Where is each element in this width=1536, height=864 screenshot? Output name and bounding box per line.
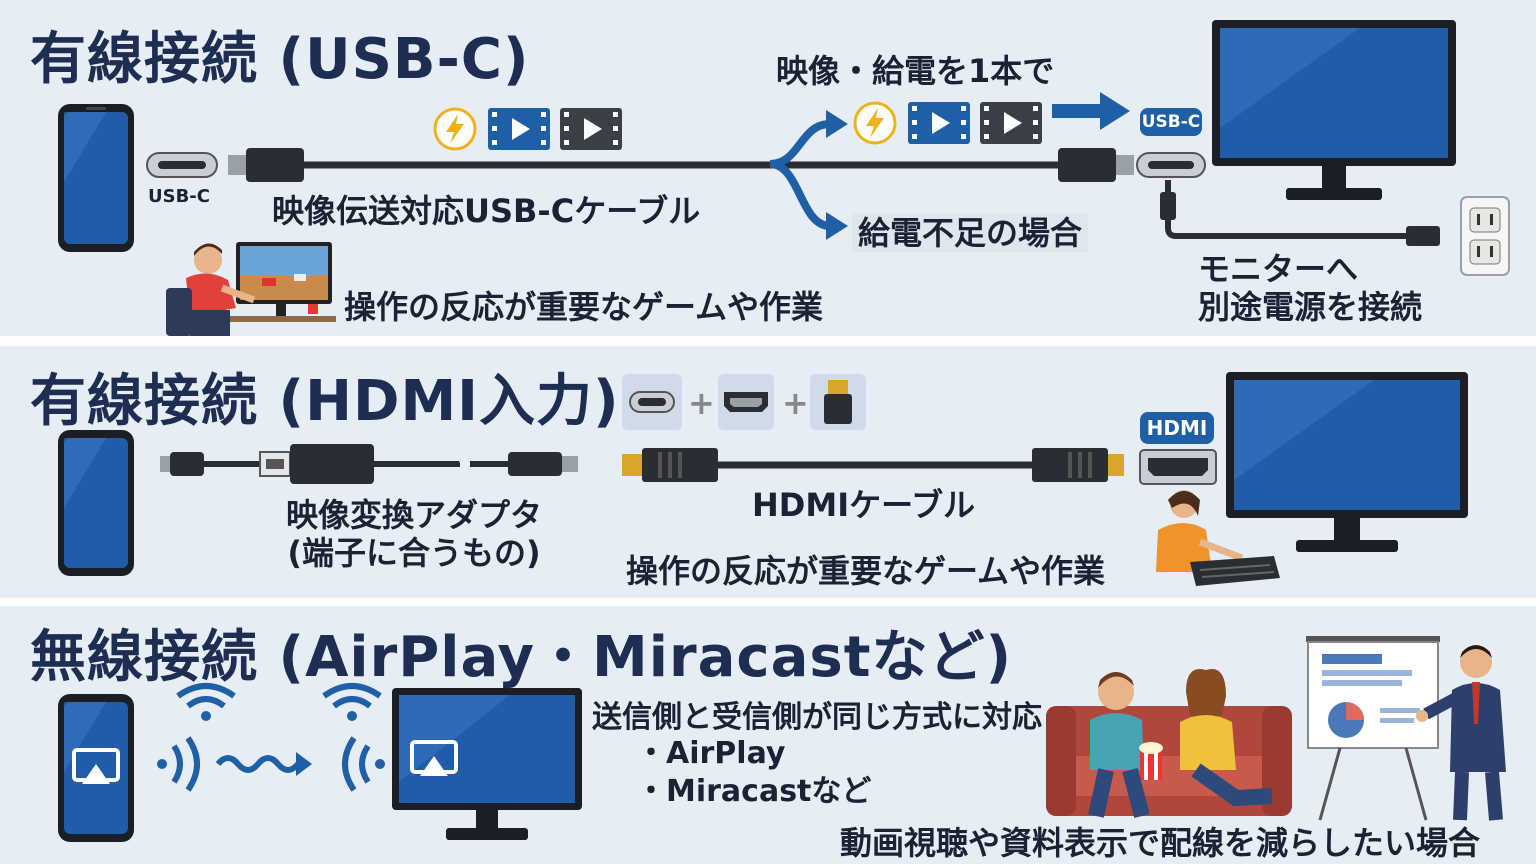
wireless-section: 無線接続 (AirPlay・Miracastなど) xyxy=(0,606,1536,864)
lightning-icon xyxy=(853,101,897,145)
film-play-icon xyxy=(560,108,622,150)
hdmi-port-icon xyxy=(718,374,774,430)
usb-c-section: 有線接続 (USB-C) USB-C 映像伝送対応USB-Cケーブル xyxy=(0,0,1536,336)
plus-sign: + xyxy=(782,384,809,422)
hdmi-cable xyxy=(622,448,1124,482)
hdmi-cable-label: HDMIケーブル xyxy=(752,486,976,524)
usb-c-use-case: 操作の反応が重要なゲームや作業 xyxy=(344,288,824,326)
usb-c-port-icon xyxy=(146,152,218,178)
monitor-power-label-line1: モニターへ xyxy=(1198,250,1359,288)
monitor-icon xyxy=(1212,20,1456,200)
gamer-illustration xyxy=(166,242,336,336)
plus-sign: + xyxy=(688,384,715,422)
hdmi-use-case: 操作の反応が重要なゲームや作業 xyxy=(626,552,1106,590)
usb-c-section-title: 有線接続 (USB-C) xyxy=(30,27,530,92)
usb-c-port-icon xyxy=(1136,152,1206,178)
usb-c-port-icon xyxy=(622,374,682,430)
monitor-power-label: モニターへ 別途電源を接続 xyxy=(1198,250,1422,326)
wave-receive-icon xyxy=(342,736,385,792)
monitor-hdmi-badge: HDMI xyxy=(1140,412,1214,444)
video-adapter-label: 映像変換アダプタ (端子に合うもの) xyxy=(286,496,542,572)
monitor-power-label-line2: 別途電源を接続 xyxy=(1198,288,1423,326)
usb-c-cable xyxy=(228,148,1134,182)
usb-c-port-label: USB-C xyxy=(148,186,210,207)
smartphone-icon xyxy=(58,430,134,576)
airplay-icon xyxy=(410,740,458,776)
film-play-icon xyxy=(908,102,970,144)
video-adapter-label-line1: 映像変換アダプタ xyxy=(286,496,543,534)
film-play-icon xyxy=(488,108,550,150)
smartphone-icon xyxy=(58,104,134,252)
wireless-requirement: 送信側と受信側が同じ方式に対応 xyxy=(592,700,1042,735)
smartphone-icon xyxy=(58,694,134,842)
hdmi-section-title: 有線接続 (HDMI入力) xyxy=(30,369,620,434)
power-outlet-icon xyxy=(1460,196,1510,276)
monitor-icon xyxy=(1226,372,1468,552)
wifi-icon xyxy=(322,683,382,721)
wifi-icon xyxy=(176,683,236,721)
person-typing-illustration xyxy=(1156,490,1280,586)
wireless-section-title: 無線接続 (AirPlay・Miracastなど) xyxy=(30,625,1013,690)
video-adapter-icon xyxy=(160,444,578,484)
presenter-illustration xyxy=(1306,636,1506,821)
power-shortage-label: 給電不足の場合 xyxy=(852,208,1089,254)
video-adapter-label-line2: (端子に合うもの) xyxy=(287,534,541,572)
video-power-label: 映像・給電を1本で xyxy=(776,52,1055,90)
wireless-use-case: 動画視聴や資料表示で配線を減らしたい場合 xyxy=(840,824,1481,862)
wireless-item-airplay: ・AirPlay xyxy=(636,736,786,771)
monitor-usb-c-badge: USB-C xyxy=(1140,108,1202,136)
wireless-signal xyxy=(157,683,385,792)
monitor-power-cable xyxy=(1160,180,1440,246)
hdmi-port-icon xyxy=(1139,449,1217,485)
airplay-icon xyxy=(72,748,120,784)
branch-arrows xyxy=(769,110,848,240)
film-play-icon xyxy=(980,102,1042,144)
wireless-item-miracast: ・Miracastなど xyxy=(636,774,872,809)
couch-viewers-illustration xyxy=(1046,668,1292,819)
monitor-icon xyxy=(392,688,582,840)
hdmi-plug-icon xyxy=(810,374,866,430)
wave-emit-icon xyxy=(157,736,200,792)
lightning-icon xyxy=(433,107,477,151)
arrow-right-icon xyxy=(1052,92,1130,130)
usb-c-cable-label: 映像伝送対応USB-Cケーブル xyxy=(272,192,701,230)
hdmi-section: 有線接続 (HDMI入力) 映像変換アダプタ (端子に合うもの) + + xyxy=(0,346,1536,598)
